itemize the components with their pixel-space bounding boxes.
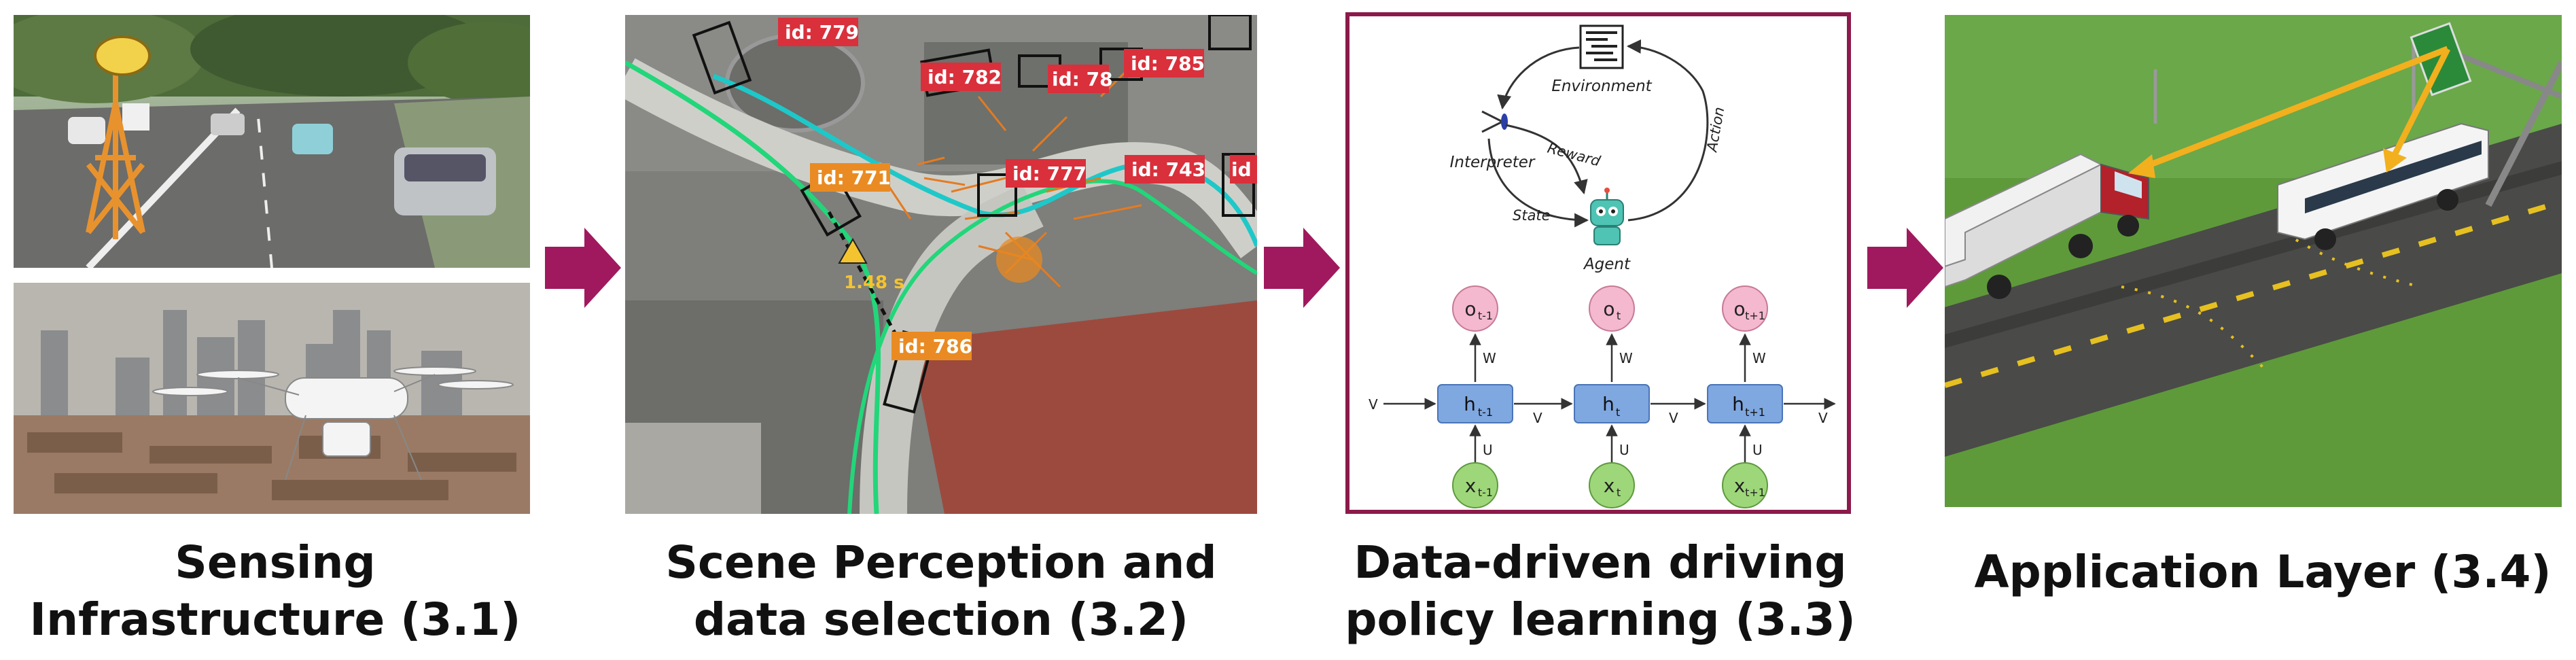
track-label-78: id: 78 [1052, 68, 1113, 90]
svg-text:o: o [1464, 298, 1476, 320]
svg-text:h: h [1732, 393, 1744, 415]
input-node-2: x t [1589, 462, 1635, 508]
svg-text:t-1: t-1 [1478, 486, 1493, 499]
svg-text:o: o [1603, 298, 1615, 320]
time-to-collision-label: 1.48 s [844, 273, 904, 293]
track-label-743: id: 743 [1131, 158, 1205, 181]
hidden-node-2: h t [1574, 384, 1650, 423]
bus-vehicle [2277, 122, 2489, 250]
track-label-782: id: 782 [928, 66, 1002, 88]
weight-v-label-3: V [1669, 410, 1678, 426]
environment-icon [1579, 24, 1624, 69]
flow-arrow-2 [1264, 228, 1340, 308]
input-node-3: x t+1 [1722, 462, 1768, 508]
weight-v-label-4: V [1818, 410, 1828, 426]
rnn-diagram: o t-1 o t o t+1 W W W h [1369, 285, 1836, 508]
weight-w-label-2: W [1619, 350, 1633, 366]
svg-text:t-1: t-1 [1478, 309, 1493, 322]
track-label-777: id: 777 [1012, 162, 1087, 185]
svg-text:t: t [1617, 309, 1621, 322]
svg-text:t+1: t+1 [1745, 486, 1765, 499]
output-node-2: o t [1589, 285, 1635, 332]
input-node-1: x t-1 [1452, 462, 1498, 508]
agent-label: Agent [1583, 256, 1631, 273]
policy-learning-panel: Environment Interpreter Agent Reward Sta… [1345, 12, 1851, 514]
caption-sensing: Sensing Infrastructure (3.1) [0, 534, 550, 648]
weight-u-label-2: U [1619, 442, 1629, 458]
weight-v-label-1: V [1369, 396, 1378, 413]
caption-application-line1: Application Layer (3.4) [1974, 546, 2552, 598]
hidden-node-1: h t-1 [1437, 384, 1513, 423]
output-node-1: o t-1 [1452, 285, 1498, 332]
svg-text:t+1: t+1 [1745, 309, 1765, 322]
svg-text:t+1: t+1 [1745, 406, 1765, 419]
track-label-771: id: 771 [817, 167, 891, 189]
flow-arrow-1 [545, 228, 621, 308]
weight-w-label-3: W [1752, 350, 1766, 366]
interpreter-eye-icon [1481, 110, 1508, 133]
highway-photo [14, 15, 530, 268]
application-simulation-image [1945, 15, 2562, 507]
caption-sensing-line2: Infrastructure (3.1) [29, 593, 521, 646]
svg-text:o: o [1733, 298, 1745, 320]
weight-v-label-2: V [1533, 410, 1542, 426]
track-label-786: id: 786 [898, 335, 972, 358]
weight-u-label-1: U [1483, 442, 1493, 458]
svg-text:x: x [1734, 474, 1746, 497]
drone-photo [14, 283, 530, 514]
weight-w-label-1: W [1483, 350, 1496, 366]
caption-application: Application Layer (3.4) [1957, 544, 2569, 601]
caption-sensing-line1: Sensing [175, 536, 376, 589]
svg-text:t: t [1617, 486, 1621, 499]
weight-u-label-3: U [1752, 442, 1763, 458]
aerial-perception-image: id: 779 id: 782 id: 78 id: 785 id: 771 i… [625, 15, 1257, 514]
track-label-779: id: 779 [785, 21, 859, 44]
svg-text:t: t [1616, 406, 1620, 419]
svg-text:x: x [1465, 474, 1477, 497]
track-label-partial: id [1231, 158, 1252, 181]
hidden-node-3: h t+1 [1707, 384, 1783, 423]
caption-perception-line1: Scene Perception and [665, 536, 1217, 589]
caption-policy-line2: policy learning (3.3) [1345, 593, 1856, 646]
svg-text:x: x [1604, 474, 1615, 497]
caption-policy: Data-driven driving policy learning (3.3… [1332, 534, 1869, 648]
state-label: State [1513, 207, 1551, 224]
caption-perception: Scene Perception and data selection (3.2… [612, 534, 1271, 648]
agent-robot-icon [1590, 188, 1624, 245]
caption-perception-line2: data selection (3.2) [693, 593, 1189, 646]
track-label-785: id: 785 [1131, 52, 1205, 75]
svg-text:h: h [1464, 393, 1476, 415]
output-node-3: o t+1 [1722, 285, 1768, 332]
svg-text:h: h [1602, 393, 1615, 415]
truck-vehicle [1945, 153, 2149, 299]
svg-text:t-1: t-1 [1478, 406, 1493, 419]
environment-label: Environment [1551, 77, 1652, 95]
caption-policy-line1: Data-driven driving [1354, 536, 1847, 589]
flow-arrow-3 [1867, 228, 1943, 308]
